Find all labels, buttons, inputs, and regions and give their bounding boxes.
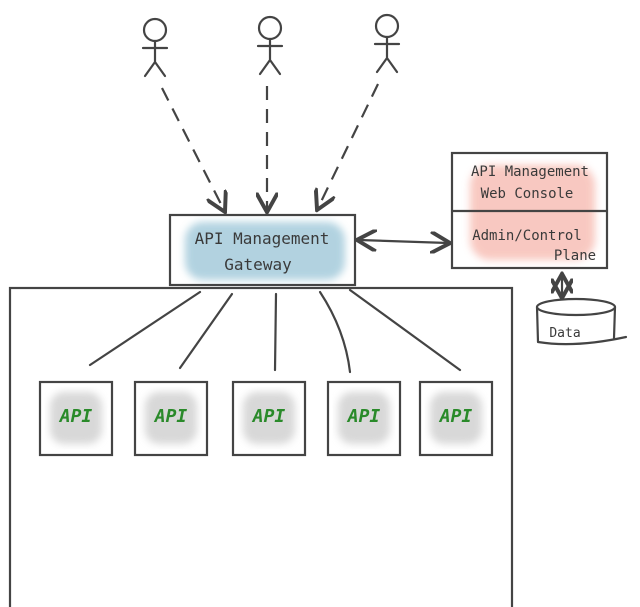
connection-line [88, 290, 202, 367]
gateway-box: API Management Gateway [168, 213, 357, 287]
api-box: API [231, 380, 307, 457]
api-box: API [133, 380, 209, 457]
gateway-console-arrow [359, 240, 448, 243]
user-actor-icon [373, 13, 401, 74]
control-plane-label: Admin/Control [472, 228, 582, 244]
api-box: API [326, 380, 402, 457]
connection-line [273, 292, 278, 372]
web-console-box: API Management Web Console Admin/Control… [450, 151, 609, 270]
api-label: API [154, 406, 188, 427]
gateway-api-connections [88, 288, 462, 374]
data-store-icon: Data [535, 297, 628, 346]
api-label: API [59, 406, 93, 427]
gateway-subtitle: Gateway [224, 255, 292, 274]
user-actor-icon [256, 15, 284, 76]
data-label: Data [549, 326, 580, 341]
api-container [8, 286, 514, 607]
console-subtitle: Web Console [481, 186, 574, 202]
user-actor-icon [141, 17, 169, 78]
api-label: API [347, 406, 381, 427]
control-plane-label-2: Plane [554, 248, 596, 264]
connection-line [178, 292, 234, 370]
connection-line [348, 288, 462, 372]
api-box: API [38, 380, 114, 457]
console-title: API Management [471, 164, 589, 180]
request-arrow [161, 87, 224, 210]
api-label: API [439, 406, 473, 427]
gateway-title: API Management [195, 229, 330, 248]
api-label: API [252, 406, 286, 427]
request-arrow [318, 83, 379, 208]
api-box: API [418, 380, 494, 457]
connection-line [318, 290, 352, 374]
